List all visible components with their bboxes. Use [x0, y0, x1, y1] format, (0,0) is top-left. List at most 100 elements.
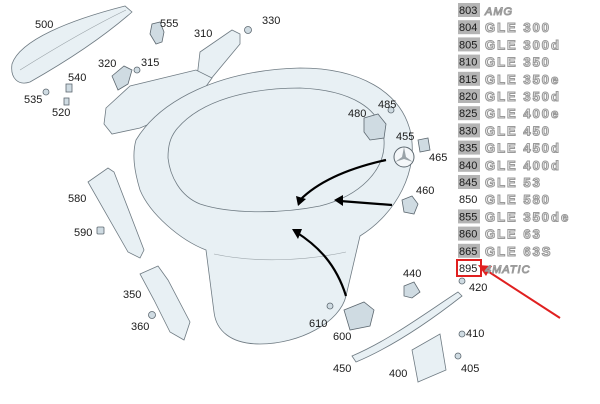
callout-315: 315	[141, 57, 159, 69]
badge-number-highlight	[458, 71, 480, 86]
badge-lettering: GLE 63	[485, 227, 542, 242]
badge-lettering: GLE 53	[485, 175, 542, 190]
badge-number-highlight	[458, 243, 480, 258]
badge-number-highlight	[458, 140, 480, 155]
badge-number: 820	[459, 91, 477, 103]
pointer-arrow-lock	[292, 229, 348, 297]
badge-number: 803	[459, 5, 477, 17]
callout-410: 410	[466, 328, 484, 340]
badge-number: 895	[459, 263, 477, 275]
badge-lettering: AMG	[484, 6, 513, 18]
part-485-screw	[387, 106, 395, 114]
callout-320: 320	[98, 58, 116, 70]
part-540-pin	[65, 83, 73, 93]
part-465-bracket	[417, 137, 431, 153]
badge-lettering: 4MATIC	[485, 264, 531, 276]
badge-number: 840	[459, 160, 477, 172]
badge-number-red-box	[456, 259, 482, 277]
badge-list: 803 AMG 804 GLE 300 805 GLE 300d 810 GLE 350 815…	[456, 3, 570, 277]
part-500-spoiler	[11, 5, 133, 84]
badge-number: 810	[459, 57, 477, 69]
badge-row: 830 GLE 450	[458, 123, 551, 139]
callout-310: 310	[194, 28, 212, 40]
callout-330: 330	[262, 15, 280, 27]
callout-350: 350	[123, 289, 141, 301]
part-450-strip	[351, 291, 463, 363]
badge-number-highlight	[458, 54, 480, 69]
badge-lettering: GLE 400d	[485, 158, 561, 173]
badge-lettering: GLE 580	[485, 192, 551, 207]
badge-row: 840 GLE 400d	[458, 157, 561, 173]
badge-number-highlight	[458, 123, 480, 138]
badge-row: 850 GLE 580	[459, 192, 551, 208]
pointer-arrow-handle	[334, 195, 393, 207]
part-410-clip	[458, 330, 466, 338]
badge-lettering: GLE 350d	[485, 89, 561, 104]
badge-row: 860 GLE 63	[458, 226, 542, 242]
part-600-lock	[343, 301, 375, 331]
badge-lettering: GLE 350de	[485, 209, 570, 224]
callout-610: 610	[309, 318, 327, 330]
part-590-clip	[96, 226, 105, 235]
part-440-latch	[403, 281, 421, 299]
badge-number: 845	[459, 177, 477, 189]
badge-lettering: GLE 450	[485, 123, 551, 138]
badge-number-highlight	[458, 3, 480, 17]
badge-number-highlight	[458, 37, 480, 52]
part-480-camera	[363, 113, 387, 141]
badge-number-highlight	[458, 89, 480, 103]
part-610-screw	[326, 302, 334, 310]
badge-number: 804	[459, 22, 477, 34]
part-320-bracket	[111, 65, 133, 91]
part-460-handle	[401, 195, 419, 215]
callout-540: 540	[68, 72, 86, 84]
badge-row: 895 4MATIC	[456, 259, 531, 277]
badge-row: 803 AMG	[458, 3, 513, 19]
badge-number-highlight	[458, 106, 480, 121]
callout-500: 500	[35, 19, 53, 31]
part-330-screw	[244, 26, 252, 34]
callout-480: 480	[348, 108, 366, 120]
callout-450: 450	[333, 363, 351, 375]
part-400-plate	[411, 333, 447, 383]
part-580-trim	[87, 167, 145, 259]
callout-590: 590	[74, 227, 92, 239]
badge-number: 850	[459, 194, 477, 206]
badge-lettering: GLE 350	[485, 55, 551, 70]
badge-row: 810 GLE 350	[458, 54, 551, 70]
callout-440: 440	[403, 268, 421, 280]
callout-520: 520	[52, 107, 70, 119]
callout-420: 420	[469, 282, 487, 294]
badge-number-highlight	[458, 226, 480, 241]
callout-455: 455	[396, 131, 414, 143]
part-520-pin	[63, 97, 70, 106]
badge-number-highlight	[458, 20, 480, 35]
badge-number: 815	[459, 74, 477, 86]
badge-row: 855 GLE 350de	[458, 209, 570, 225]
badge-lettering: GLE 450d	[485, 141, 561, 156]
part-455-emblem	[393, 146, 415, 168]
badge-row: 845 GLE 53	[458, 174, 542, 191]
callout-400: 400	[389, 368, 407, 380]
badge-number: 860	[459, 229, 477, 241]
callout-460: 460	[416, 185, 434, 197]
badge-lettering: GLE 300d	[485, 37, 561, 52]
badge-number: 830	[459, 125, 477, 137]
badge-lettering: GLE 400e	[485, 106, 560, 121]
part-555-clip	[149, 21, 165, 45]
part-315-clip	[133, 66, 141, 74]
badge-lettering: GLE 350e	[485, 72, 560, 87]
pointer-arrow-emblem	[296, 158, 387, 206]
badge-number: 805	[459, 39, 477, 51]
badge-row: 805 GLE 300d	[458, 37, 561, 53]
callout-360: 360	[131, 321, 149, 333]
badge-number-highlight	[458, 175, 480, 189]
callout-600: 600	[333, 331, 351, 343]
badge-lettering: GLE 300	[485, 20, 551, 35]
badge-number: 855	[459, 211, 477, 223]
part-405-clip	[454, 352, 462, 360]
part-350-trim	[139, 265, 191, 341]
callout-485: 485	[378, 99, 396, 111]
